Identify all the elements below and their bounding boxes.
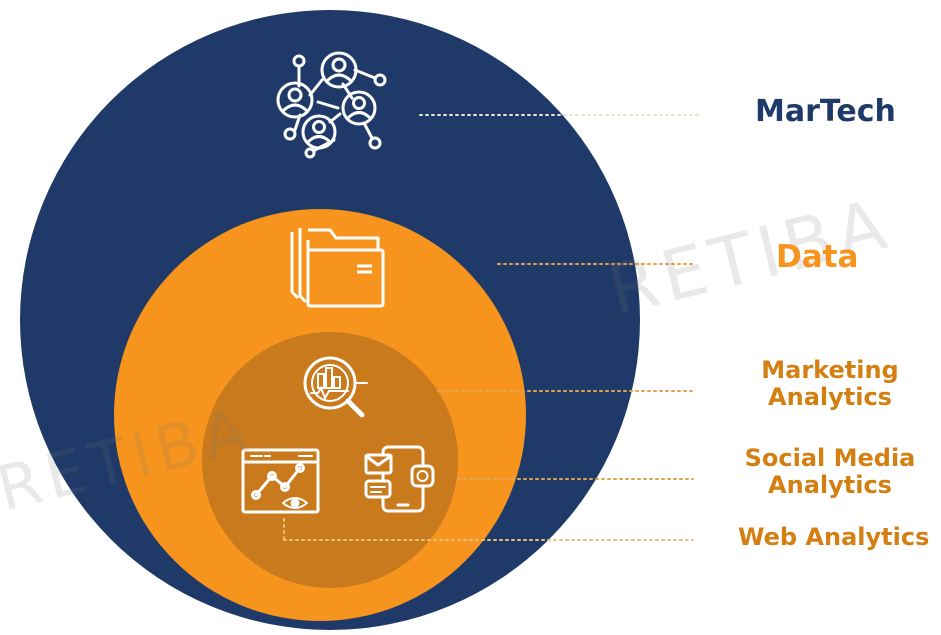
social-media-analytics-label: Social Media Analytics xyxy=(730,445,930,499)
marketing-analytics-label-line2: Analytics xyxy=(768,382,892,411)
web-dashboard-eye-icon xyxy=(241,448,320,514)
mobile-social-icon xyxy=(364,445,435,513)
people-network-icon xyxy=(276,51,387,159)
leader-lines xyxy=(283,114,701,541)
data-label: Data xyxy=(776,239,859,275)
marketing-analytics-label-line1: Marketing xyxy=(761,356,899,384)
analytics-circle xyxy=(202,332,458,588)
magnifier-chart-icon xyxy=(303,356,368,418)
folders-icon xyxy=(290,228,385,308)
web-analytics-label: Web Analytics xyxy=(738,523,930,551)
marketing-analytics-label: Marketing Analytics xyxy=(730,357,930,411)
social-media-analytics-label-line1: Social Media xyxy=(744,444,916,472)
martech-label: MarTech xyxy=(755,94,896,129)
social-media-analytics-label-line2: Analytics xyxy=(768,470,892,499)
